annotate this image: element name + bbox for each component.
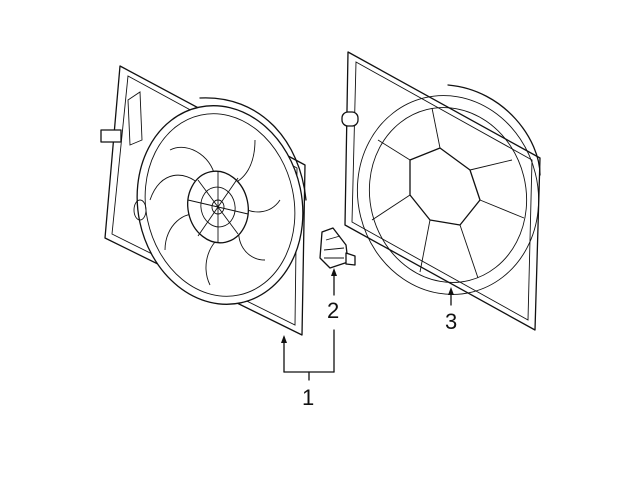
fan-assembly-part-1 bbox=[100, 65, 307, 336]
bracket-part-2 bbox=[319, 227, 356, 269]
fan-shroud-part-3 bbox=[341, 51, 541, 331]
callout-2: 2 bbox=[327, 298, 340, 323]
leader-lines bbox=[281, 268, 454, 381]
callout-3: 3 bbox=[445, 309, 458, 334]
callout-1: 1 bbox=[302, 385, 315, 410]
